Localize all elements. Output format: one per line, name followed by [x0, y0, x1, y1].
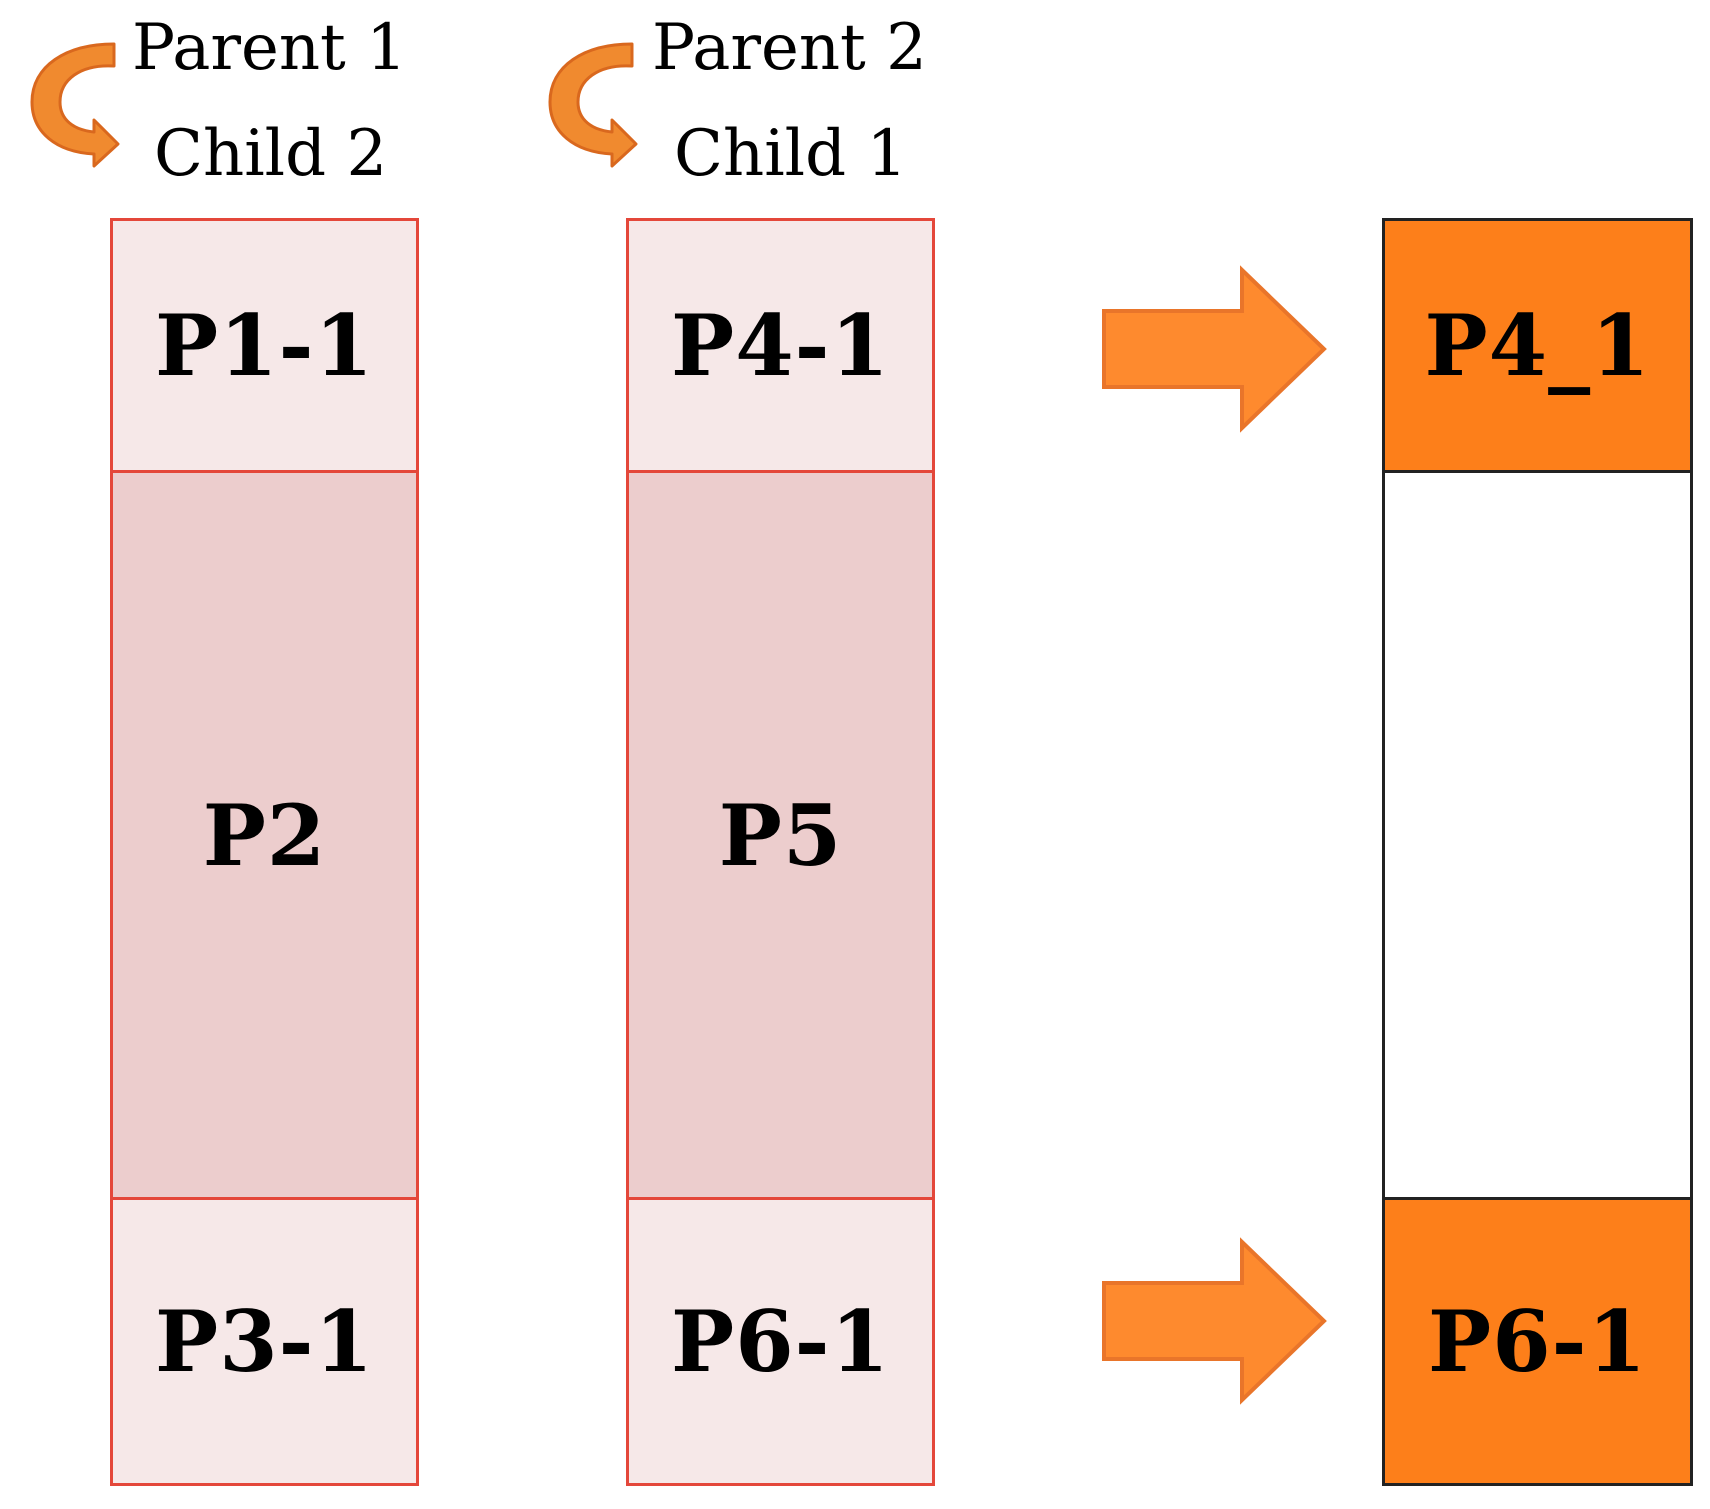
segment-p4-1: P4-1	[626, 218, 935, 473]
result-segment-p6-1: P6-1	[1382, 1197, 1693, 1486]
segment-p2: P2	[110, 470, 419, 1200]
result-segment-p4-1: P4_1	[1382, 218, 1693, 473]
child-2-label: Child 2	[154, 117, 388, 191]
segment-p5: P5	[626, 470, 935, 1200]
curved-arrow-icon	[30, 42, 120, 168]
right-arrow-icon	[1102, 265, 1327, 433]
curved-arrow-icon	[548, 42, 638, 168]
segment-p6-1: P6-1	[626, 1197, 935, 1486]
segment-p3-1: P3-1	[110, 1197, 419, 1486]
child-1-label: Child 1	[674, 117, 908, 191]
result-segment-empty	[1382, 470, 1693, 1200]
parent-2-label: Parent 2	[652, 11, 927, 85]
parent-1-label: Parent 1	[132, 11, 407, 85]
segment-p1-1: P1-1	[110, 218, 419, 473]
right-arrow-icon	[1102, 1237, 1327, 1405]
